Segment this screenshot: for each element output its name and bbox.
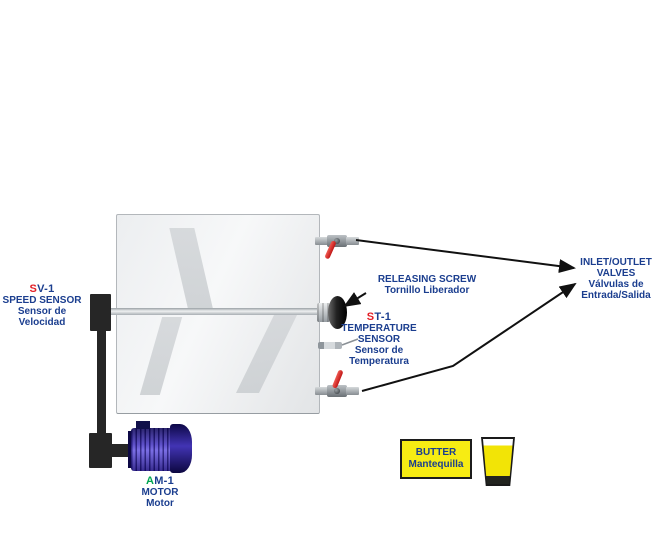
- releasing-screw-knob: [328, 296, 347, 329]
- arrow-top-valve-to-inlet-label: [355, 239, 576, 274]
- pipe-fitting: [315, 237, 328, 245]
- valve-stem: [334, 388, 340, 394]
- temperature-sensor-label: ST-1 TEMPERATURE SENSOR Sensor de Temper…: [341, 311, 417, 368]
- pipe-fitting: [346, 387, 359, 395]
- tank-reflection: [235, 315, 298, 393]
- butter-glass-fill: [483, 439, 513, 484]
- releasing-screw-label: RELEASING SCREW Tornillo Liberador: [377, 274, 477, 296]
- temperature-sensor-code: ST-1: [366, 311, 392, 323]
- motor-label: AM-1 MOTOR Motor: [141, 475, 179, 510]
- speed-sensor-label: SV-1 SPEED SENSOR Sensor de Velocidad: [2, 283, 82, 329]
- temperature-probe: [318, 342, 342, 349]
- motor-ribbed-body: [131, 428, 173, 471]
- agitator-shaft: [100, 308, 332, 315]
- speed-sensor-box: [90, 294, 111, 331]
- tank-reflection: [169, 228, 214, 312]
- motor-code: AM-1: [145, 475, 175, 487]
- valve-stem: [334, 238, 340, 244]
- motor-bracket: [89, 433, 112, 468]
- frame-bar: [97, 330, 106, 434]
- inlet-outlet-valves-label: INLET/OUTLET VALVES Válvulas de Entrada/…: [580, 257, 652, 301]
- top-valve: [315, 235, 359, 247]
- motor-end-cap: [170, 424, 192, 473]
- shaft-collar: [317, 303, 330, 322]
- speed-sensor-code: SV-1: [29, 283, 55, 295]
- tank-reflection: [139, 317, 183, 395]
- arrow-label-to-releasing-screw: [343, 292, 367, 308]
- bottom-valve: [315, 385, 359, 397]
- pipe-fitting: [315, 387, 328, 395]
- motor-coupling: [111, 444, 132, 457]
- butter-label: BUTTER Mantequilla: [400, 439, 472, 479]
- butter-label-en: BUTTER: [415, 447, 457, 458]
- butter-label-es: Mantequilla: [408, 459, 464, 470]
- butter-glass-icon: [481, 437, 515, 486]
- motor-terminal-box: [136, 421, 150, 429]
- motor-flange: [128, 431, 132, 468]
- pipe-fitting: [346, 237, 359, 245]
